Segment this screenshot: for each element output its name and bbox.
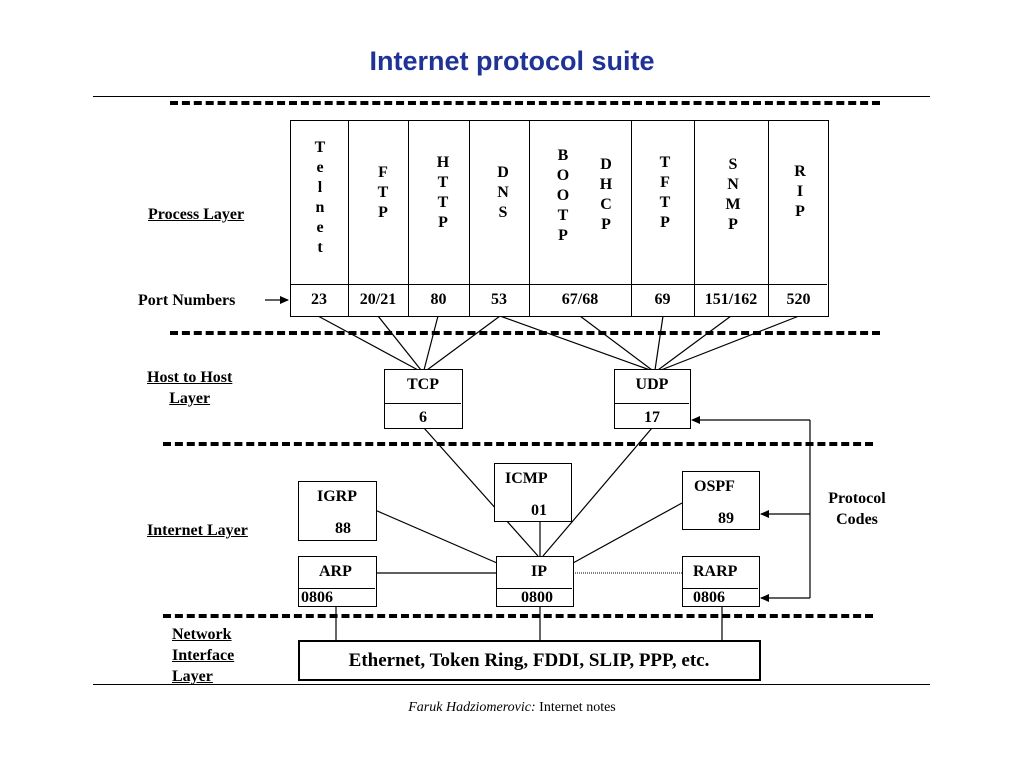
network-interface-layer-label: Network Interface Layer [172,625,234,687]
footer-author: Faruk Hadziomerovic: [408,700,536,715]
column-tftp [632,121,695,316]
host-label-line2: Layer [169,389,211,407]
arp-name: ARP [319,563,352,580]
udp-name: UDP [635,376,669,393]
wire-igrp-ip [374,509,498,564]
application-protocol-table [290,120,829,317]
port-numbers-label: Port Numbers [138,292,236,309]
igrp-box: IGRP 88 [298,481,377,541]
port-row-divider [291,284,827,285]
ip-box: IP 0800 [496,556,574,607]
udp-protocol-code: 17 [644,409,660,426]
column-telnet [291,121,349,316]
wire-tftp-udp [654,315,664,371]
netif-label-line2: Interface [172,646,235,664]
wire-ftp-tcp [377,315,422,371]
host-to-host-layer-label: Host to Host Layer [147,368,232,410]
bottom-rule [93,684,930,685]
protocol-codes-line2: Codes [836,510,878,528]
arp-protocol-code: 0806 [301,589,333,606]
ip-divider [497,588,572,589]
layer-separator-process [170,331,880,335]
tcp-divider [385,403,461,404]
column-ftp [349,121,409,316]
tcp-name: TCP [407,376,439,393]
ospf-name: OSPF [694,478,735,495]
port-dns: 53 [491,291,507,308]
udp-divider [615,403,689,404]
wire-dns-udp [499,315,651,371]
netif-label-line1: Network [172,626,232,643]
footer-text: Internet notes [539,700,616,715]
ip-protocol-code: 0800 [521,589,553,606]
network-interface-text: Ethernet, Token Ring, FDDI, SLIP, PPP, e… [348,650,710,671]
arp-box: ARP 0806 [298,556,377,607]
slide-title: Internet protocol suite [369,46,655,76]
process-layer-label: Process Layer [148,206,245,223]
icmp-protocol-code: 01 [531,502,547,519]
tcp-box: TCP 6 [384,369,463,429]
rarp-protocol-code: 0806 [693,589,725,606]
port-tftp: 69 [654,291,671,308]
port-telnet: 23 [311,291,327,308]
footer: Faruk Hadziomerovic: Internet notes [0,700,1024,716]
protocol-codes-label: Protocol Codes [815,489,899,531]
column-bootp-dhcp [530,121,632,316]
protocol-codes-line1: Protocol [828,490,886,507]
host-label-line1: Host to Host [147,369,233,386]
wire-dns-tcp [426,315,501,371]
layer-separator-top [170,101,880,105]
rarp-divider [683,588,758,589]
port-rip: 520 [786,291,811,308]
column-dns [470,121,530,316]
port-ftp: 20/21 [359,291,397,308]
column-snmp [695,121,769,316]
ospf-box: OSPF 89 [682,471,760,530]
wire-udp-ip [542,427,653,557]
top-rule [93,96,930,97]
port-http: 80 [430,291,447,308]
port-snmp: 151/162 [704,291,758,308]
ospf-protocol-code: 89 [718,510,734,527]
wire-tcp-ip [423,427,539,557]
arp-divider [299,588,375,589]
icmp-name: ICMP [505,470,548,487]
layer-separator-host [163,442,873,446]
udp-box: UDP 17 [614,369,691,429]
icmp-box: ICMP 01 [494,463,572,522]
netif-label-line3: Layer [172,667,213,685]
wire-telnet-tcp [317,315,419,371]
igrp-protocol-code: 88 [335,520,351,537]
layer-separator-internet [163,614,873,618]
internet-layer-label: Internet Layer [147,522,248,539]
wire-snmp-udp [657,315,732,371]
rarp-box: RARP 0806 [682,556,760,607]
port-bootp-dhcp: 67/68 [561,291,599,308]
column-http [409,121,470,316]
tcp-protocol-code: 6 [419,409,427,426]
wire-ospf-ip [572,502,683,564]
ip-name: IP [531,563,547,580]
rarp-name: RARP [693,563,738,580]
wire-bootp-udp [579,315,653,371]
wire-rip-udp [660,315,800,371]
igrp-name: IGRP [317,488,357,505]
wire-http-tcp [423,315,439,371]
network-interface-box: Ethernet, Token Ring, FDDI, SLIP, PPP, e… [298,640,761,681]
